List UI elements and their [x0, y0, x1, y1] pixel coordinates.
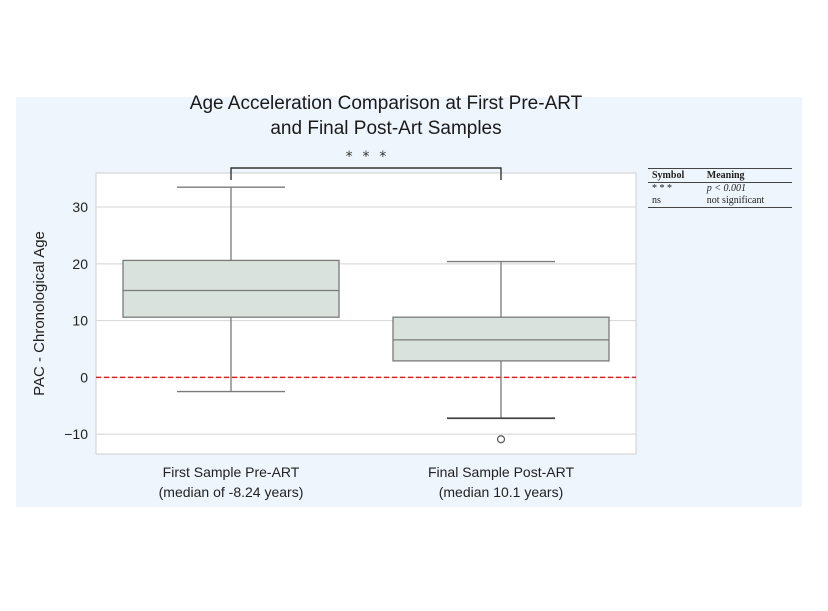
chart-title-line-2: and Final Post-Art Samples	[270, 118, 502, 139]
legend-symbol-cell: ns	[648, 195, 703, 208]
x-category-label: (median of -8.24 years)	[159, 484, 304, 500]
significance-legend-table: Symbol Meaning * * * p < 0.001 ns not si…	[648, 168, 792, 208]
chart-title-line-1: Age Acceleration Comparison at First Pre…	[189, 93, 583, 114]
y-tick-label: 0	[80, 369, 88, 385]
significance-label: * * *	[345, 149, 387, 165]
x-category-label: First Sample Pre-ART	[163, 464, 300, 480]
legend-symbol-cell: * * *	[652, 183, 672, 194]
legend-meaning-cell: p < 0.001	[706, 183, 747, 194]
y-tick-label: 30	[72, 199, 88, 215]
x-category-label: (median 10.1 years)	[439, 484, 564, 500]
y-tick-label: −10	[64, 426, 88, 442]
box	[122, 259, 340, 318]
y-tick-label: 10	[72, 313, 88, 329]
legend-meaning-cell: not significant	[702, 195, 792, 208]
significance-bracket	[230, 167, 502, 180]
box	[392, 316, 610, 362]
y-axis-label: PAC - Chronological Age	[31, 231, 48, 396]
figure-panel: Age Acceleration Comparison at First Pre…	[16, 93, 802, 507]
outlier-point	[496, 435, 506, 444]
x-category-label: Final Sample Post-ART	[428, 464, 574, 480]
legend-header-meaning: Meaning	[702, 168, 792, 183]
y-tick-label: 20	[72, 256, 88, 272]
legend-header-symbol: Symbol	[648, 168, 703, 183]
